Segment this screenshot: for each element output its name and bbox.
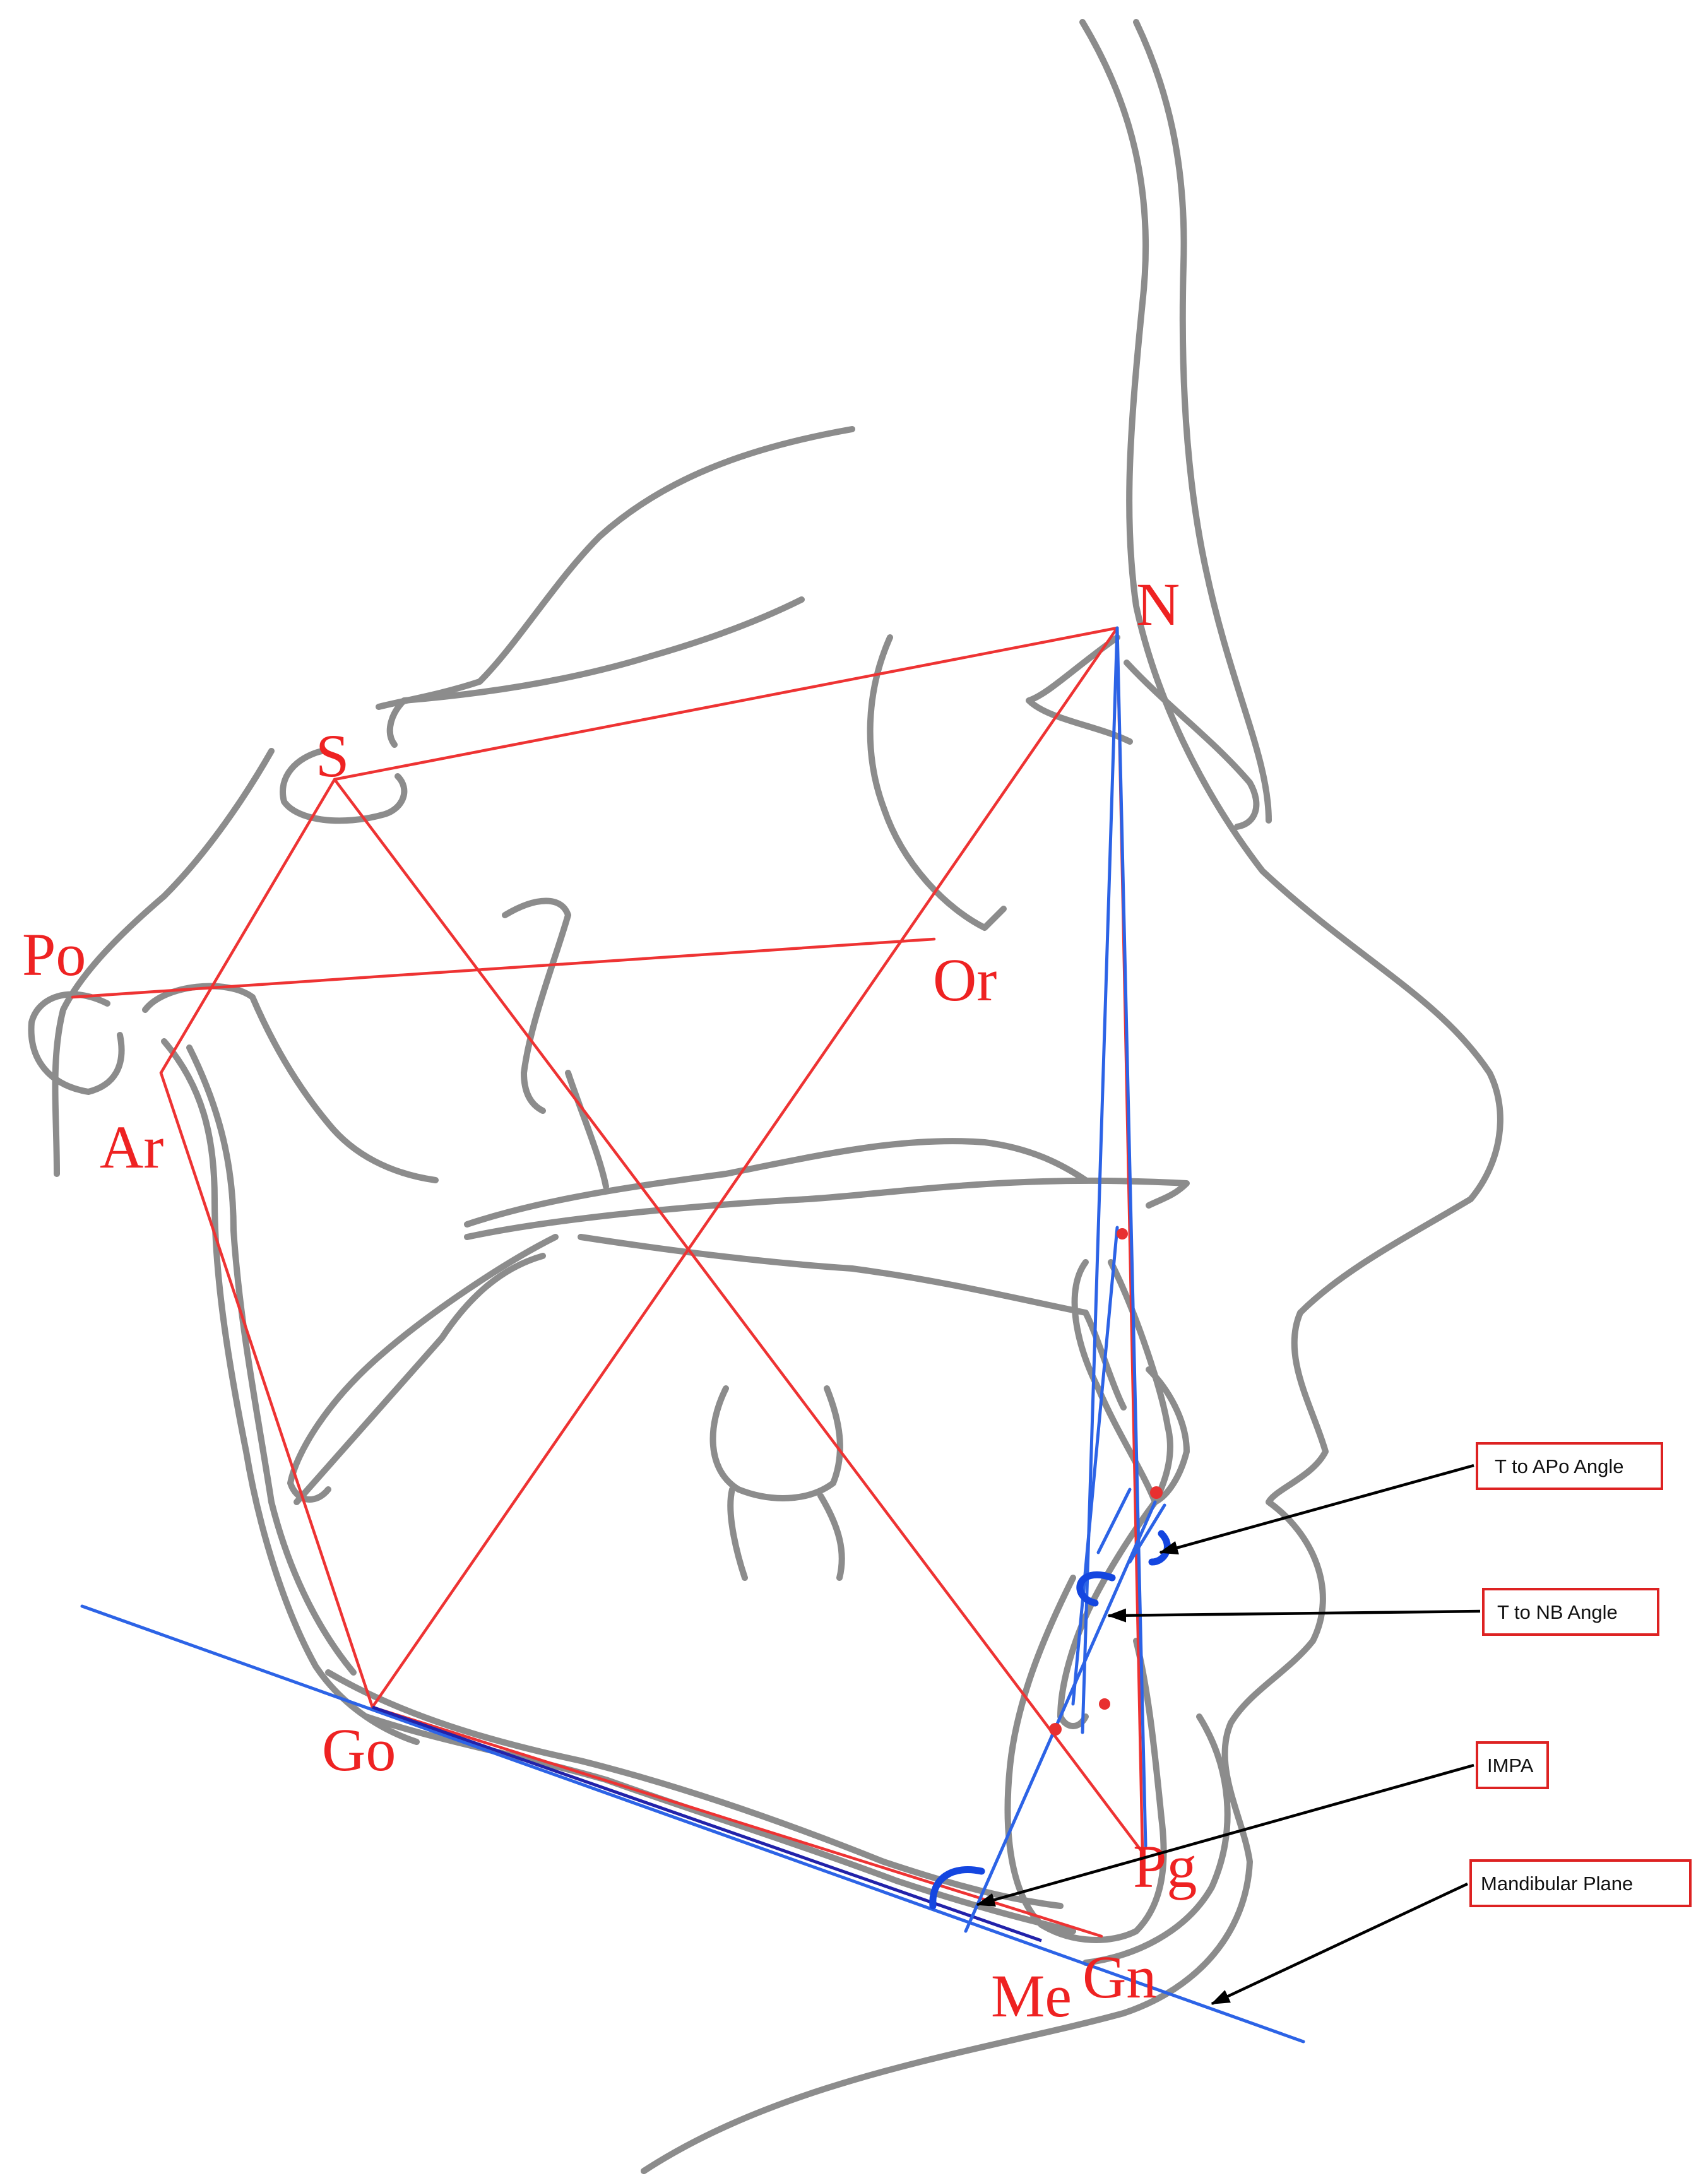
incisor-axis-line — [1071, 1226, 1119, 1706]
symphysis — [1004, 1575, 1167, 1943]
angle-arcs — [929, 1530, 1171, 1910]
callout-box — [1482, 1588, 1659, 1636]
landmark-points — [1049, 1228, 1163, 1736]
nasal-bone — [1133, 19, 1272, 824]
impa-arc — [929, 1866, 985, 1910]
point-upper-incisor-tip — [1150, 1486, 1163, 1499]
upper-molar — [709, 1385, 843, 1501]
callout-mandibular-plane: Mandibular Plane — [1211, 1859, 1692, 2006]
incisor-crown — [1146, 1366, 1190, 1505]
callout-box — [1476, 1741, 1549, 1789]
point-upper-incisor-apex — [1117, 1228, 1128, 1239]
condyle — [142, 983, 439, 1183]
mandible-inner-border — [325, 1669, 1064, 1909]
coronoid — [294, 1253, 546, 1505]
orbit — [867, 634, 1007, 931]
landmark-labels: N S Po Or Ar Go Pg Me Gn — [22, 571, 1197, 2030]
label-or: Or — [933, 946, 997, 1014]
go-me-plane-line — [372, 1705, 1042, 1943]
maxilla-lower — [578, 1234, 1127, 1411]
mandible-lower-border — [363, 1713, 1076, 1934]
line-n-go — [371, 626, 1119, 1709]
label-go: Go — [322, 1716, 396, 1784]
callout-impa: IMPA — [976, 1741, 1549, 1907]
lower-incisor-long-axis — [964, 1500, 1157, 1933]
key-ridge — [565, 1070, 609, 1190]
callout-box — [1476, 1442, 1663, 1490]
label-gn: Gn — [1082, 1943, 1156, 2011]
nb-line — [1115, 626, 1148, 1848]
t-apo-arc — [1148, 1530, 1171, 1566]
ear-rod — [28, 991, 125, 1095]
chin-soft-tissue — [1082, 1713, 1231, 1966]
point-lower-incisor-apex — [1049, 1723, 1062, 1736]
soft-tissue-profile — [641, 19, 1503, 2174]
label-n: N — [1136, 571, 1180, 638]
line-ar-go — [159, 1071, 374, 1709]
t-nb-arc — [1076, 1571, 1116, 1607]
sella-turcica — [280, 748, 408, 824]
callout-label: T to NB Angle — [1497, 1601, 1618, 1623]
lower-molar — [727, 1486, 845, 1581]
label-pg: Pg — [1133, 1833, 1197, 1900]
label-me: Me — [991, 1962, 1072, 2030]
line-po-or — [71, 937, 936, 999]
label-s: S — [316, 722, 349, 790]
callout-t-nb: T to NB Angle — [1107, 1588, 1659, 1636]
clivus — [52, 748, 275, 1177]
label-ar: Ar — [100, 1113, 163, 1181]
nasal-tip — [1124, 660, 1260, 830]
lower-incisor — [1057, 1499, 1158, 1729]
incisor-tip-line — [1096, 1488, 1132, 1554]
pterygoid — [502, 897, 571, 1114]
callout-label: Mandibular Plane — [1481, 1872, 1633, 1895]
line-s-n — [333, 626, 1119, 781]
cranial-vault — [376, 426, 855, 710]
anterior-cranial-fossa — [386, 596, 805, 748]
landmark-lines — [71, 626, 1144, 1938]
callout-label: T to APo Angle — [1495, 1455, 1624, 1477]
label-po: Po — [22, 921, 86, 988]
point-b — [1099, 1698, 1110, 1710]
palatal-plane — [464, 1177, 1190, 1240]
apo-line — [1128, 1503, 1166, 1564]
upper-incisor — [1071, 1259, 1173, 1505]
line-s-gn — [333, 778, 1144, 1854]
maxilla-upper — [464, 1138, 1089, 1228]
callout-t-apo: T to APo Angle — [1159, 1442, 1663, 1555]
callout-label: IMPA — [1487, 1754, 1534, 1777]
ramus-anterior — [186, 1044, 357, 1676]
line-s-ar — [159, 778, 336, 1075]
mandibular-plane-line — [80, 1604, 1305, 2044]
ramus-posterior — [161, 1038, 420, 1745]
maxillary-arch — [287, 1234, 559, 1503]
nasion-curve — [1026, 634, 1133, 745]
callout-box — [1469, 1859, 1692, 1907]
